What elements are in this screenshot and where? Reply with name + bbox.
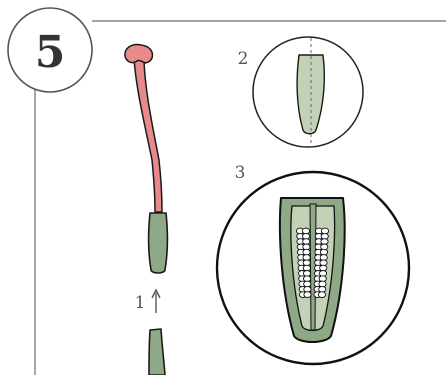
label-1: 1 bbox=[135, 293, 146, 313]
step-badge: 5 bbox=[8, 8, 92, 92]
lower-ovary bbox=[149, 329, 165, 375]
ovule bbox=[318, 292, 325, 298]
step-number: 5 bbox=[35, 27, 66, 78]
pistil-stigma bbox=[125, 45, 153, 63]
label-1-group: 1 bbox=[135, 290, 160, 313]
label-2: 2 bbox=[238, 49, 249, 69]
label-3: 3 bbox=[235, 163, 246, 183]
pistil-ovary bbox=[149, 213, 168, 273]
up-arrow-icon bbox=[152, 290, 160, 313]
pistil-style bbox=[134, 58, 162, 212]
detail-2: 2 bbox=[238, 37, 363, 147]
detail-3: 3 bbox=[217, 163, 409, 364]
pistil bbox=[125, 45, 167, 273]
ovule bbox=[304, 292, 311, 298]
